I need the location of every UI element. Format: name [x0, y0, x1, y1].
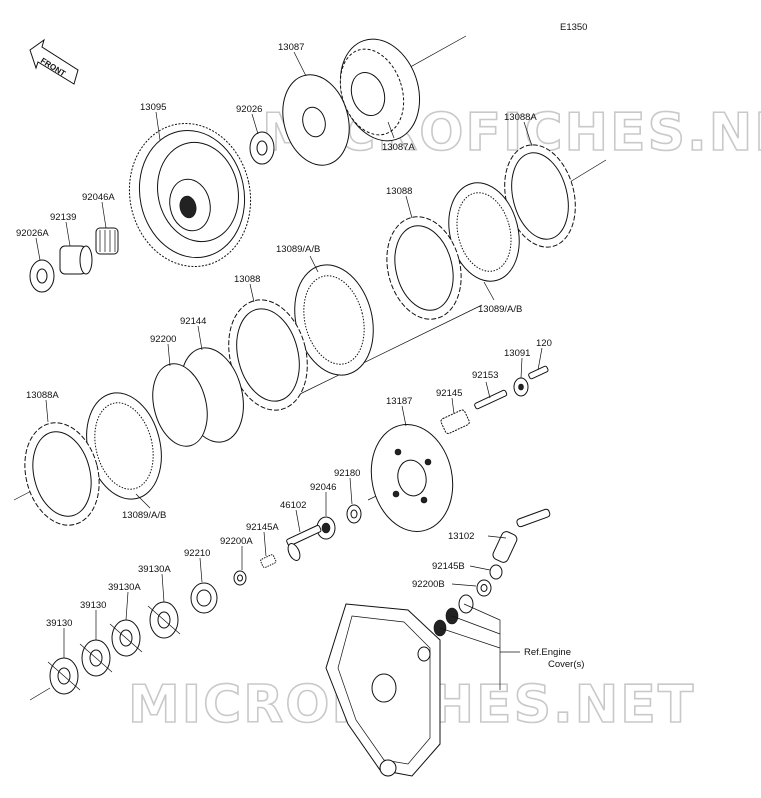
bearing-92046	[316, 516, 336, 540]
label-92046: 92046	[310, 482, 336, 493]
friction-plate-13088A-top	[504, 144, 576, 248]
label-92153: 92153	[472, 370, 498, 381]
label-92200B: 92200B	[412, 579, 445, 590]
spring-92145	[440, 409, 470, 435]
needle-bearing-92046A	[95, 227, 119, 255]
front-arrow-icon: FRONT	[29, 38, 79, 85]
engine-cover	[325, 603, 441, 777]
washer-13091	[513, 377, 529, 397]
label-92144: 92144	[180, 316, 206, 327]
axis-line-main	[299, 304, 483, 395]
spring-92145A	[260, 554, 277, 568]
label-92145A: 92145A	[246, 522, 279, 533]
washer-92200A	[233, 570, 247, 586]
diagram-code: E1350	[560, 22, 587, 33]
part-labels: 13087 13087A 13095 92026 13088A 92046A 9…	[16, 42, 552, 629]
label-13089-mid: 13089/A/B	[276, 244, 320, 255]
pressure-plate-13187	[370, 424, 454, 532]
clutch-hub-13087A	[339, 38, 421, 142]
reference-note-line2: Cover(s)	[548, 659, 584, 670]
leader-lines	[35, 51, 543, 658]
label-92200A: 92200A	[220, 536, 253, 547]
label-13087: 13087	[278, 42, 304, 53]
label-13088-left: 13088	[234, 274, 260, 285]
cam-39130-1	[79, 639, 113, 677]
pin-92153	[474, 389, 508, 410]
cam-39130A-2	[109, 619, 143, 657]
label-39130A-2: 39130A	[108, 582, 141, 593]
label-13187: 13187	[386, 396, 412, 407]
label-39130A-1: 39130A	[138, 564, 171, 575]
steel-plate-13089-mid	[294, 264, 374, 376]
spring-92145B	[489, 564, 503, 580]
label-13091: 13091	[504, 348, 530, 359]
label-13089-bottom: 13089/A/B	[122, 510, 166, 521]
sleeve-92139	[59, 245, 93, 275]
label-92026: 92026	[236, 104, 262, 115]
label-92026A: 92026A	[16, 228, 49, 239]
label-120: 120	[536, 338, 552, 349]
label-39130-2: 39130	[46, 618, 72, 629]
washer-92200B	[476, 579, 492, 597]
cam-39130-2	[29, 657, 81, 701]
steel-plate-13089-right	[448, 182, 520, 282]
label-13088A-bottom: 13088A	[26, 390, 59, 401]
friction-plate-13088-right	[386, 216, 462, 320]
cover-seal-rings	[433, 594, 474, 637]
bolt-120	[528, 365, 549, 380]
clutch-housing-13095	[128, 122, 252, 268]
label-39130-1: 39130	[80, 600, 106, 611]
plate-13087	[282, 74, 350, 166]
label-13088-right: 13088	[386, 186, 412, 197]
label-92180: 92180	[334, 468, 360, 479]
friction-plate-13088-left	[228, 299, 308, 411]
push-rod-46102	[286, 524, 322, 561]
label-13088A-top: 13088A	[504, 112, 537, 123]
label-13089-right: 13089/A/B	[478, 304, 522, 315]
label-92046A: 92046A	[82, 192, 115, 203]
label-13095: 13095	[140, 102, 166, 113]
label-92210: 92210	[184, 548, 210, 559]
label-46102: 46102	[280, 500, 306, 511]
bearing-92210	[190, 582, 218, 614]
label-92145B: 92145B	[432, 561, 465, 572]
washer-92026	[249, 131, 275, 165]
label-92145: 92145	[436, 388, 462, 399]
washer-92180	[346, 504, 362, 524]
label-92200: 92200	[150, 334, 176, 345]
cam-39130A-1	[147, 601, 181, 639]
friction-plate-13088A-bottom	[24, 422, 100, 526]
label-13087A: 13087A	[382, 142, 415, 153]
washer-92026A	[29, 259, 55, 293]
reference-note-line1: Ref.Engine	[524, 647, 571, 658]
label-13102: 13102	[448, 531, 474, 542]
release-lever-13102	[492, 508, 551, 563]
label-92139: 92139	[50, 212, 76, 223]
reference-bracket	[463, 603, 501, 690]
